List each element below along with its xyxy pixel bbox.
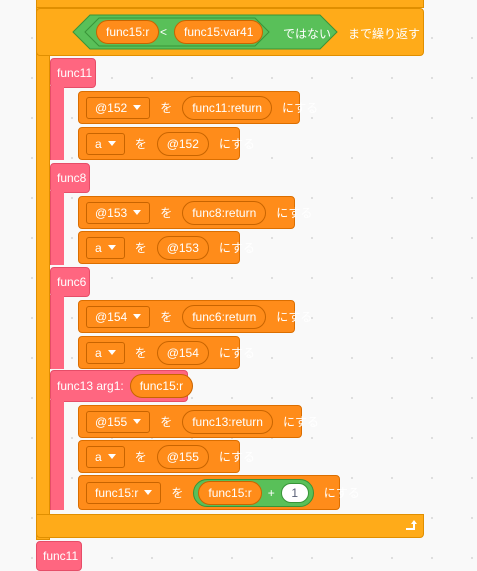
chevron-down-icon (133, 314, 142, 319)
set-variable-block[interactable]: a を @155 にする (78, 440, 255, 473)
value-reporter[interactable]: func6:return (182, 304, 267, 329)
set-variable-block[interactable]: a を @153 にする (78, 231, 255, 264)
repeat-until-footer[interactable] (36, 514, 424, 538)
chevron-down-icon (107, 454, 116, 459)
condition-right-reporter[interactable]: func15:var41 (174, 20, 264, 44)
call-label: func8 (57, 171, 87, 185)
call-arm (50, 86, 64, 160)
chevron-down-icon (133, 419, 142, 424)
call-arm (50, 295, 64, 369)
call-arm (50, 400, 64, 510)
call-label: func11 (43, 549, 79, 563)
suffix-label: にする (276, 310, 313, 324)
variable-dropdown[interactable]: @153 (86, 201, 151, 224)
call-arm (50, 191, 64, 265)
wo-label: を (134, 241, 147, 255)
suffix-label: にする (218, 137, 256, 151)
repeat-until-arm (36, 0, 50, 540)
set-variable-block[interactable]: @153 を func8:return にする (78, 196, 312, 229)
suffix-label: にする (282, 415, 320, 429)
wo-label: を (160, 206, 173, 220)
wo-label: を (134, 346, 147, 360)
chevron-down-icon (133, 210, 142, 215)
suffix-label: にする (276, 206, 313, 220)
value-reporter[interactable]: @155 (156, 444, 209, 469)
value-reporter[interactable]: @152 (156, 131, 209, 156)
chevron-down-icon (107, 141, 116, 146)
operand-reporter[interactable]: func15:r (198, 480, 262, 505)
value-reporter[interactable]: func11:return (182, 95, 273, 120)
condition-left-reporter[interactable]: func15:r (96, 20, 160, 44)
suffix-label: にする (218, 450, 256, 464)
loop-arrow-icon (403, 517, 419, 533)
plus-sign: + (267, 485, 275, 500)
add-operator[interactable]: func15:r + 1 (193, 478, 314, 507)
variable-dropdown[interactable]: a (86, 132, 125, 155)
func8-call-block[interactable]: func8 (50, 163, 90, 193)
func11-call-block-bottom[interactable]: func11 (36, 541, 82, 571)
suffix-label: にする (323, 486, 360, 500)
value-reporter[interactable]: @154 (156, 340, 209, 365)
value-reporter[interactable]: @153 (156, 235, 209, 260)
suffix-label: にする (282, 101, 319, 115)
wo-label: を (160, 310, 173, 324)
value-reporter[interactable]: func13:return (182, 409, 273, 434)
chevron-down-icon (144, 490, 153, 495)
chevron-down-icon (133, 105, 142, 110)
set-counter-block[interactable]: func15:r を func15:r + 1 にする (78, 475, 360, 510)
chevron-down-icon (107, 350, 116, 355)
chevron-down-icon (107, 245, 116, 250)
func13-call-block[interactable]: func13 arg1: func15:r (50, 370, 194, 402)
variable-dropdown[interactable]: func15:r (86, 481, 162, 504)
set-variable-block[interactable]: a を @152 にする (78, 127, 255, 160)
repeat-until-label: まで繰り返す (348, 27, 421, 41)
wo-label: を (160, 101, 173, 115)
not-label: ではない (283, 27, 332, 41)
func11-call-block[interactable]: func11 (50, 58, 96, 88)
wo-label: を (134, 450, 147, 464)
top-block-stub[interactable] (36, 0, 424, 8)
variable-dropdown[interactable]: @154 (86, 305, 151, 328)
less-than-sign: < (160, 25, 168, 39)
set-variable-block[interactable]: @152 を func11:return にする (78, 91, 318, 124)
variable-dropdown[interactable]: @155 (86, 410, 151, 433)
variable-dropdown[interactable]: @152 (86, 96, 151, 119)
arg-reporter[interactable]: func15:r (129, 374, 194, 398)
set-variable-block[interactable]: @155 を func13:return にする (78, 405, 319, 438)
variable-dropdown[interactable]: a (86, 445, 125, 468)
wo-label: を (160, 415, 173, 429)
call-label: func6 (57, 275, 87, 289)
suffix-label: にする (218, 241, 256, 255)
call-label: func13 arg1: (57, 379, 124, 393)
variable-dropdown[interactable]: a (86, 236, 125, 259)
suffix-label: にする (218, 346, 256, 360)
wo-label: を (171, 486, 184, 500)
call-label: func11 (57, 66, 93, 80)
value-reporter[interactable]: func8:return (182, 200, 267, 225)
set-variable-block[interactable]: a を @154 にする (78, 336, 255, 369)
func6-call-block[interactable]: func6 (50, 267, 90, 297)
set-variable-block[interactable]: @154 を func6:return にする (78, 300, 312, 333)
variable-dropdown[interactable]: a (86, 341, 125, 364)
wo-label: を (134, 137, 147, 151)
number-input[interactable]: 1 (280, 482, 309, 503)
